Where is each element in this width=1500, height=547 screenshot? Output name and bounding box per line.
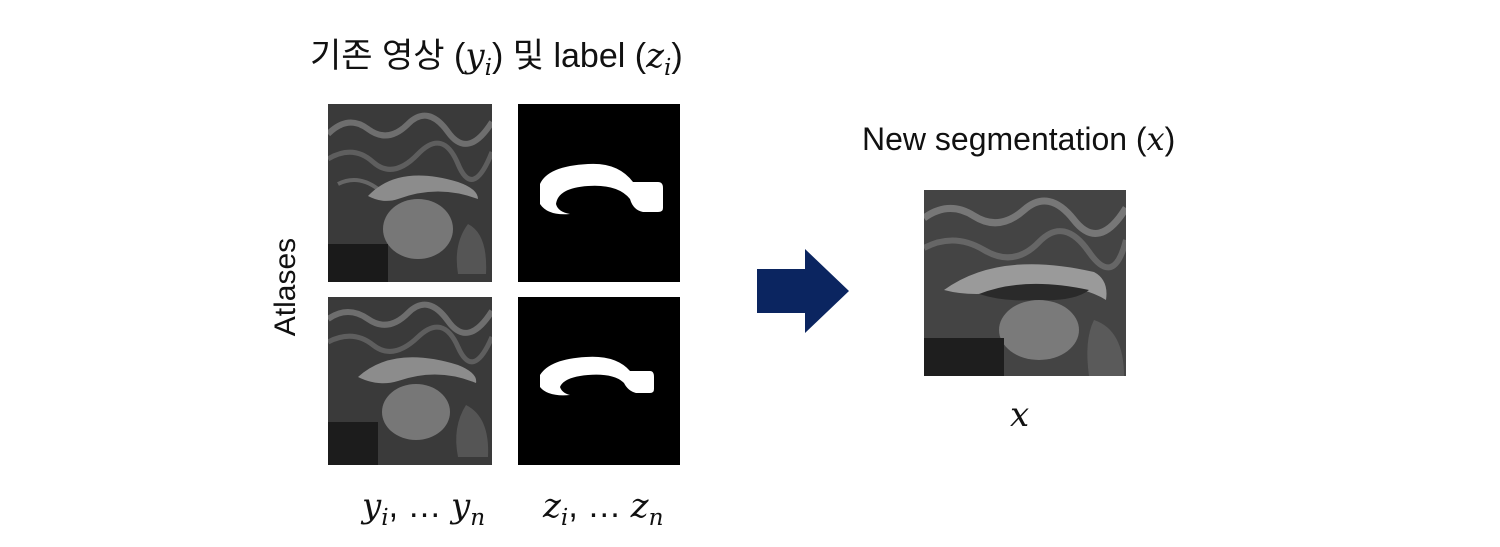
atlas-image-2 bbox=[328, 297, 492, 465]
atlas-label-2 bbox=[518, 297, 680, 465]
caption-y-mid: , … bbox=[388, 487, 451, 525]
caption-y-sub1: i bbox=[381, 505, 389, 532]
title-left-z-var: z bbox=[646, 36, 664, 76]
caption-y-sub2: n bbox=[470, 505, 486, 532]
caption-y-var2: y bbox=[450, 486, 471, 526]
title-left-y-var: y bbox=[465, 36, 485, 76]
caption-z-var2: z bbox=[630, 486, 649, 526]
atlas-label-1 bbox=[518, 104, 680, 282]
atlas-labels-caption: zi, … zn bbox=[543, 486, 663, 531]
caption-z-var1: z bbox=[543, 486, 561, 526]
title-right-x-var: x bbox=[1146, 120, 1165, 158]
segmentation-title: New segmentation (x) bbox=[862, 120, 1175, 158]
title-left-middle: ) 및 label ( bbox=[491, 37, 647, 75]
atlas-images-caption: yi, … yn bbox=[362, 486, 485, 531]
title-left-y-sub: i bbox=[484, 55, 492, 82]
atlas-image-1 bbox=[328, 104, 492, 282]
caption-y-var1: y bbox=[362, 486, 382, 526]
target-caption: x bbox=[1010, 395, 1030, 435]
title-left-prefix: 기존 영상 ( bbox=[310, 37, 466, 75]
caption-z-sub1: i bbox=[560, 505, 569, 532]
atlas-section-title: 기존 영상 (yi) 및 label (zi) bbox=[310, 28, 683, 81]
title-left-suffix: ) bbox=[671, 37, 683, 75]
title-left-z-sub: i bbox=[664, 55, 672, 82]
arrow-right-icon bbox=[757, 249, 851, 338]
atlases-label: Atlases bbox=[269, 237, 302, 337]
caption-z-sub2: n bbox=[648, 505, 664, 532]
title-right-prefix: New segmentation ( bbox=[862, 121, 1147, 157]
caption-z-mid: , … bbox=[568, 487, 631, 525]
title-right-suffix: ) bbox=[1164, 121, 1176, 157]
target-image bbox=[924, 190, 1126, 376]
